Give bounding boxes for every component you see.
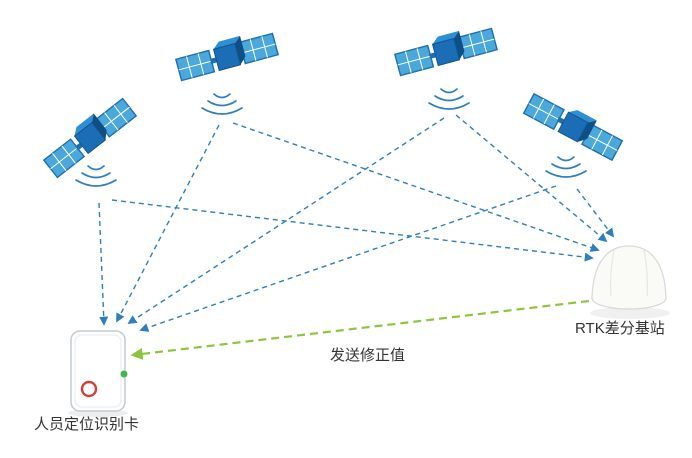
correction-arrow-label: 发送修正值 [330, 347, 405, 364]
positioning-card-icon [68, 330, 128, 417]
signal-arrow-sat4-to-base [576, 188, 615, 238]
satellite-icon-1 [39, 93, 137, 179]
signal-waves-icon-3 [428, 88, 470, 110]
card-led-indicator [120, 370, 128, 378]
signal-arrow-sat2-to-base [232, 122, 600, 252]
base-station-label: RTK差分基站 [575, 320, 665, 337]
signal-arrow-sat3-to-base [455, 114, 608, 243]
card-label: 人员定位识别卡 [34, 416, 139, 433]
signal-waves-icon-1 [75, 165, 117, 187]
signal-arrow-sat2-to-card [116, 124, 220, 323]
rtk-base-station-icon [590, 245, 670, 319]
correction-arrow-base-to-card [130, 299, 590, 360]
signal-arrow-sat4-to-card [139, 185, 557, 332]
signal-arrow-sat1-to-card [98, 202, 109, 326]
satellite-icon-3 [392, 21, 498, 77]
signal-arrow-sat1-to-base [111, 199, 594, 262]
signal-waves-icon-2 [201, 93, 243, 115]
satellite-icon-4 [522, 87, 626, 161]
card-logo-ring [80, 380, 98, 398]
signal-waves-icon-4 [545, 156, 587, 178]
satellite-icon-2 [173, 26, 279, 82]
